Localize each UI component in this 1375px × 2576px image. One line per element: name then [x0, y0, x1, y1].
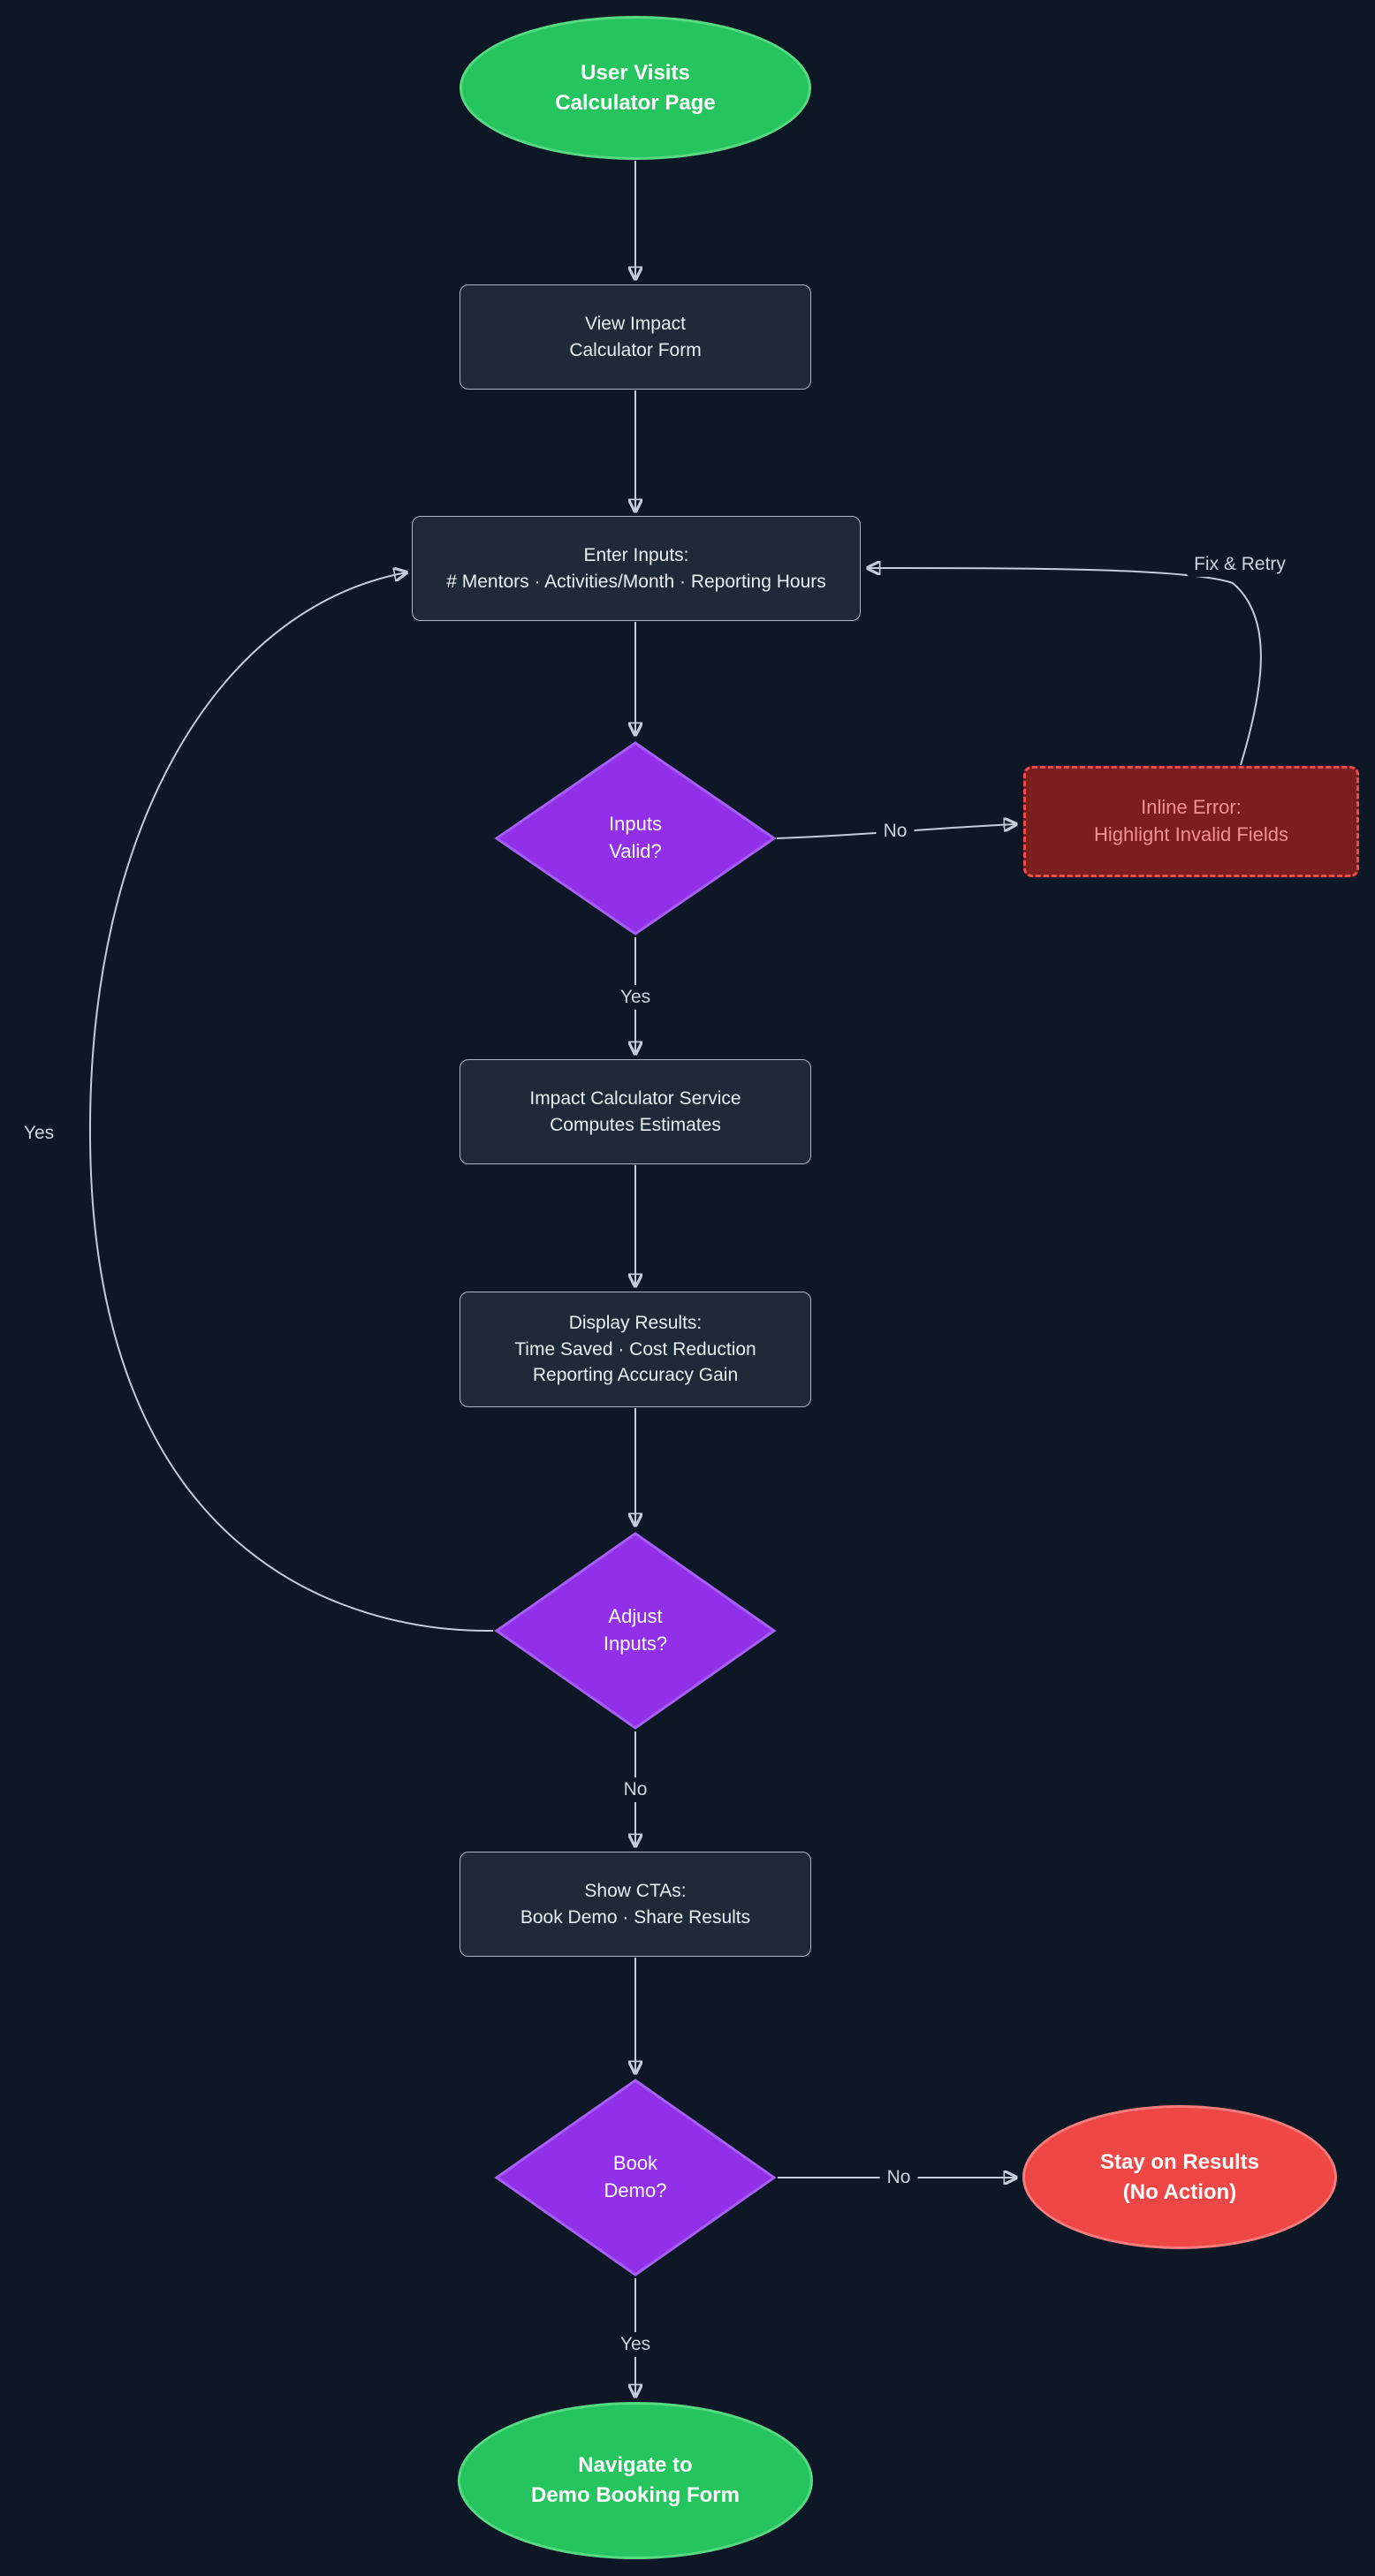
edge-label-fix-retry: Fix & Retry	[1187, 552, 1293, 577]
diamond-shape	[494, 741, 777, 936]
node-compute-estimates: Impact Calculator Service Computes Estim…	[460, 1059, 811, 1164]
node-show-ctas: Show CTAs: Book Demo · Share Results	[460, 1852, 811, 1957]
diamond-shape	[494, 1532, 777, 1730]
node-show-ctas-label: Show CTAs: Book Demo · Share Results	[520, 1881, 751, 1928]
edge-error-fix-retry-to-enter-inputs	[868, 568, 1262, 766]
node-adjust-inputs: Adjust Inputs?	[494, 1531, 777, 1731]
node-inputs-valid: Inputs Valid?	[494, 740, 777, 936]
edge-label-adjust-yes: Yes	[16, 1121, 62, 1146]
node-start: User Visits Calculator Page	[460, 16, 811, 160]
node-compute-estimates-label: Impact Calculator Service Computes Estim…	[529, 1088, 741, 1135]
node-book-demo-label: Book Demo?	[604, 2152, 667, 2201]
node-inline-error: Inline Error: Highlight Invalid Fields	[1023, 766, 1359, 877]
diamond-shape	[494, 2079, 777, 2277]
edge-label-book-yes: Yes	[612, 2332, 658, 2357]
node-book-demo: Book Demo?	[494, 2078, 777, 2277]
node-stay-results-label: Stay on Results (No Action)	[1099, 2149, 1260, 2204]
node-view-form-label: View Impact Calculator Form	[569, 314, 702, 360]
edge-adjust-yes-to-enter-inputs	[88, 572, 494, 1633]
node-navigate-booking: Navigate to Demo Booking Form	[458, 2402, 813, 2559]
node-start-label: User Visits Calculator Page	[555, 60, 716, 115]
node-adjust-inputs-label: Adjust Inputs?	[603, 1605, 668, 1655]
edge-label-adjust-no: No	[616, 1777, 655, 1802]
edge-label-book-no: No	[879, 2165, 918, 2190]
node-display-results: Display Results: Time Saved · Cost Reduc…	[460, 1292, 811, 1407]
node-navigate-booking-label: Navigate to Demo Booking Form	[530, 2453, 740, 2507]
node-enter-inputs-label: Enter Inputs: # Mentors · Activities/Mon…	[446, 545, 826, 592]
edge-label-inputs-valid-yes: Yes	[612, 985, 658, 1010]
edge-label-inputs-valid-no: No	[876, 819, 915, 844]
node-display-results-label: Display Results: Time Saved · Cost Reduc…	[514, 1313, 756, 1386]
node-stay-results: Stay on Results (No Action)	[1022, 2105, 1337, 2249]
node-inline-error-label: Inline Error: Highlight Invalid Fields	[1093, 796, 1289, 845]
node-view-form: View Impact Calculator Form	[460, 284, 811, 390]
node-enter-inputs: Enter Inputs: # Mentors · Activities/Mon…	[412, 516, 861, 621]
node-inputs-valid-label: Inputs Valid?	[609, 813, 662, 862]
